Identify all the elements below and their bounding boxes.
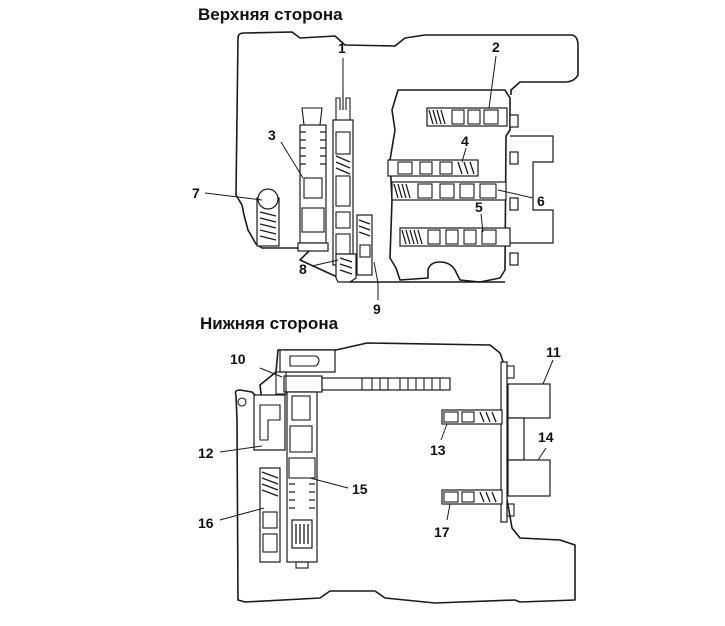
valve-15 (286, 391, 318, 569)
leader-3 (280, 141, 304, 179)
leader-13 (440, 423, 448, 441)
valve-17 (441, 489, 503, 505)
leader-11 (542, 359, 554, 385)
callout-13: 13 (430, 442, 446, 458)
leader-6 (497, 189, 534, 199)
callout-12: 12 (198, 445, 214, 461)
callout-1: 1 (338, 40, 346, 56)
valve-4 (387, 159, 479, 177)
callout-5: 5 (475, 199, 483, 215)
top-connector-block (510, 135, 554, 244)
callout-6: 6 (537, 193, 545, 209)
leader-12 (219, 445, 263, 453)
callout-17: 17 (434, 524, 450, 540)
callout-10: 10 (230, 351, 246, 367)
solenoid-11 (507, 383, 551, 419)
leader-7 (204, 192, 263, 201)
top-inner-plate (389, 89, 511, 283)
leader-9 (373, 261, 379, 300)
solenoid-connector (507, 417, 525, 461)
top-base-line (299, 247, 505, 283)
callout-4: 4 (461, 133, 469, 149)
heading-bottom-side: Нижняя сторона (200, 314, 339, 333)
valve-10 (275, 371, 451, 395)
valve-7 (256, 188, 280, 247)
valve-6 (391, 181, 507, 201)
solenoid-14 (507, 459, 551, 497)
top-bolt (509, 114, 519, 128)
callout-11: 11 (546, 344, 561, 360)
callout-2: 2 (492, 39, 500, 55)
callout-3: 3 (268, 127, 276, 143)
valve-9 (356, 214, 373, 276)
leader-10 (259, 367, 283, 378)
leader-8 (311, 259, 339, 267)
bottom-bolt (506, 503, 515, 517)
valve-8 (335, 253, 357, 283)
top-bolt (509, 197, 519, 211)
valve-3 (297, 107, 329, 252)
top-housing-outline (237, 31, 579, 95)
callout-15: 15 (352, 481, 368, 497)
leader-14 (537, 447, 547, 461)
valve-5 (399, 227, 511, 247)
bottom-bolt (506, 365, 515, 379)
top-bolt (509, 151, 519, 165)
leader-4 (461, 147, 467, 163)
leader-15 (309, 477, 349, 489)
valve-2 (426, 107, 508, 127)
callout-9: 9 (373, 301, 381, 317)
callout-7: 7 (192, 185, 200, 201)
top-view (204, 31, 579, 300)
leader-17 (446, 503, 451, 521)
bracket-12 (253, 349, 336, 451)
callout-14: 14 (538, 429, 554, 445)
valve-1 (332, 90, 354, 266)
valve-13 (441, 409, 503, 425)
callout-8: 8 (299, 261, 307, 277)
valve-16 (259, 467, 281, 563)
mount-hole (237, 397, 247, 407)
leader-5 (480, 213, 484, 233)
top-bolt (509, 252, 519, 266)
bottom-view (219, 342, 576, 604)
callout-16: 16 (198, 515, 214, 531)
bottom-housing-left (234, 349, 336, 403)
leader-2 (488, 55, 497, 109)
bottom-mount-plate (500, 361, 508, 523)
heading-top-side: Верхняя сторона (198, 5, 343, 24)
leader-16 (219, 507, 265, 521)
